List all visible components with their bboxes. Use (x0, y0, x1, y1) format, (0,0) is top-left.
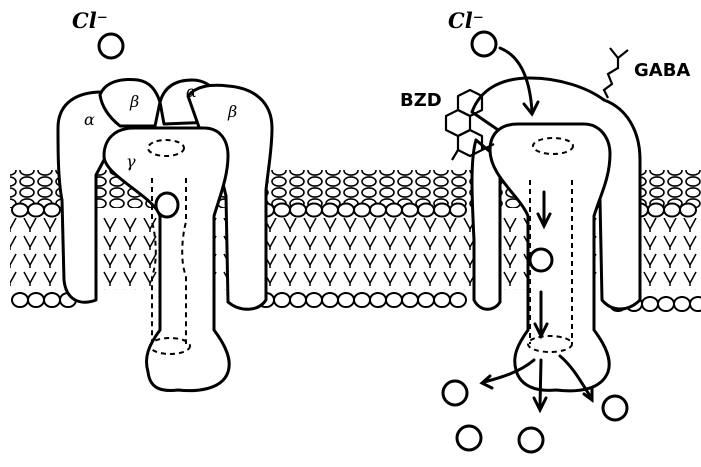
phospholipid-head (354, 204, 370, 217)
bzd-label: BZD (400, 92, 442, 110)
lipid-tails (10, 218, 701, 290)
phospholipid-head (386, 204, 402, 217)
subunit-label-beta-2: β (228, 104, 237, 120)
chloride-ion-outside-right (472, 32, 496, 56)
phospholipid-head (12, 204, 28, 217)
gaba-label: GABA (634, 62, 690, 80)
phospholipid-head (370, 204, 386, 217)
subunit-label-alpha-1: α (84, 112, 95, 128)
phospholipid-head (434, 293, 450, 307)
phospholipid-head (450, 293, 466, 307)
phospholipid-head (642, 297, 658, 311)
chloride-ion-outside-left (99, 34, 123, 58)
phospholipid-head (402, 293, 418, 307)
phospholipid-head (674, 297, 690, 311)
phospholipid-head (664, 204, 680, 217)
chloride-ion-released-3 (457, 426, 481, 450)
phospholipid-head (402, 204, 418, 217)
phospholipid-head (274, 293, 290, 307)
phospholipid-head (28, 293, 44, 307)
phospholipid-head (338, 293, 354, 307)
gaba-molecule (604, 48, 628, 98)
phospholipid-head (322, 293, 338, 307)
phospholipid-head (290, 204, 306, 217)
chloride-ion-released-2 (603, 396, 627, 420)
phospholipid-head (658, 297, 674, 311)
chloride-ion-released-1 (443, 381, 467, 405)
phospholipid-head (44, 293, 60, 307)
phospholipid-head (418, 204, 434, 217)
subunit-label-alpha-2: α (186, 84, 197, 100)
phospholipid-head (370, 293, 386, 307)
phospholipid-head (690, 297, 701, 311)
subunit-label-beta-1: β (130, 94, 139, 110)
phospholipid-head (306, 204, 322, 217)
phospholipid-head (680, 204, 696, 217)
phospholipid-head (434, 204, 450, 217)
subunit-label-gamma: γ (126, 154, 136, 170)
phospholipid-head (418, 293, 434, 307)
phospholipid-head (648, 204, 664, 217)
phospholipid-head (274, 204, 290, 217)
phospholipid-head (290, 293, 306, 307)
phospholipid-head (386, 293, 402, 307)
chloride-label-right: Cl⁻ (448, 10, 484, 31)
chloride-ion-released-4 (519, 428, 543, 452)
phospholipid-head (338, 204, 354, 217)
chloride-ion-in-pore-right (530, 249, 552, 271)
chloride-label-left: Cl⁻ (72, 10, 108, 31)
right-receptor-channel (472, 78, 640, 391)
phospholipid-head (450, 204, 466, 217)
phospholipid-head (28, 204, 44, 217)
phospholipid-head (12, 293, 28, 307)
chloride-ion-in-pore-left (156, 193, 178, 217)
phospholipid-head (44, 204, 60, 217)
phospholipid-head (354, 293, 370, 307)
phospholipid-head (322, 204, 338, 217)
phospholipid-head (306, 293, 322, 307)
